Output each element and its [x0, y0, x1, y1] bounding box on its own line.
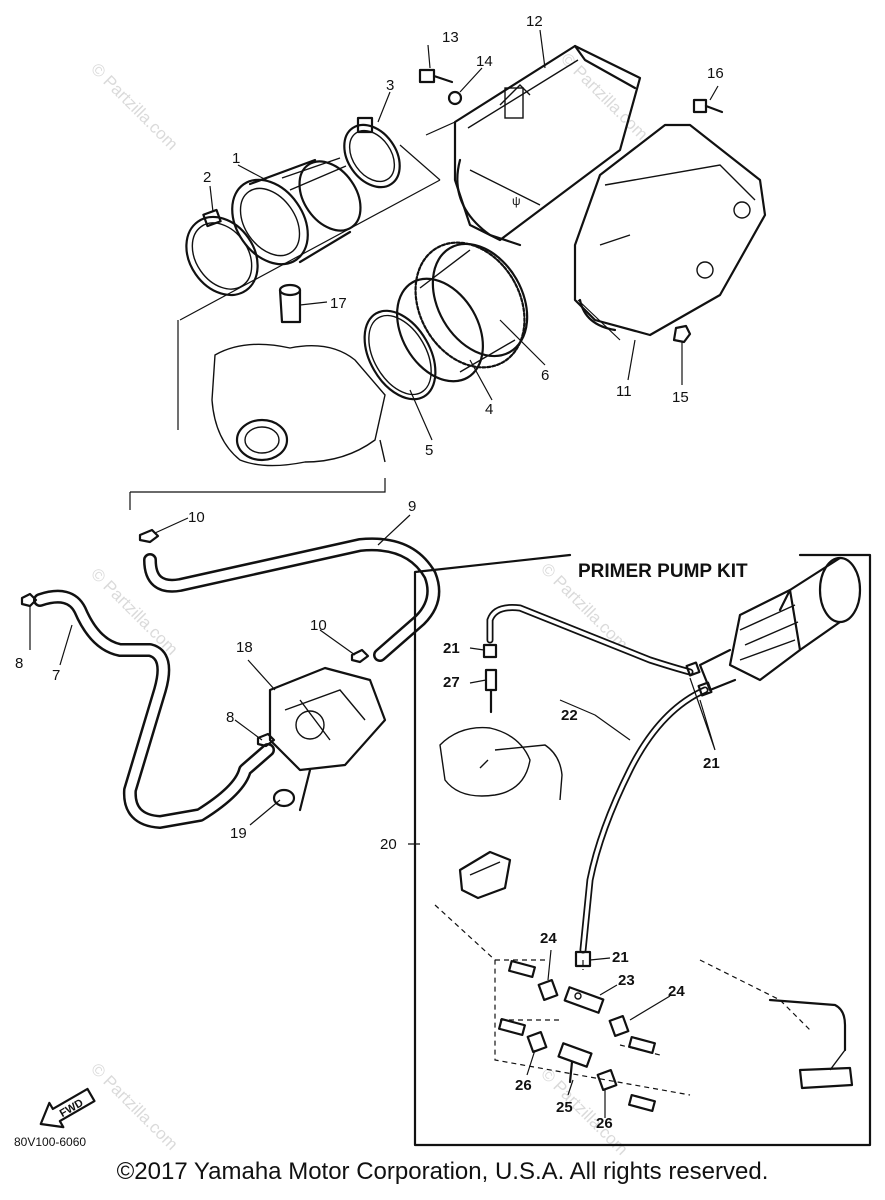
callout-22: 22 [561, 707, 578, 724]
joint-21-pump-a [685, 661, 701, 677]
o-ring-5 [363, 309, 437, 401]
silencer-element-4 [396, 242, 529, 383]
hose-route-lines [434, 904, 811, 1096]
callout-19: 19 [230, 825, 247, 842]
callout-3: 3 [386, 77, 394, 94]
callout-9: 9 [408, 498, 416, 515]
callout-17: 17 [330, 295, 347, 312]
callout-13: 13 [442, 29, 459, 46]
callout-15: 15 [672, 389, 689, 406]
copyright-notice: ©2017 Yamaha Motor Corporation, U.S.A. A… [116, 1158, 769, 1185]
callout-24-a: 24 [540, 930, 557, 947]
callout-10-upper: 10 [188, 509, 205, 526]
collar-17 [278, 283, 302, 324]
hose-piece-c [628, 1035, 656, 1055]
watermark-1: © Partzilla.com [87, 59, 181, 153]
fwd-arrow: FWD [39, 1087, 96, 1129]
bolt-16 [692, 98, 724, 114]
gasket-6 [414, 241, 526, 369]
callout-21-bottom: 21 [612, 949, 629, 966]
callout-16: 16 [707, 65, 724, 82]
callout-12: 12 [526, 13, 543, 30]
callout-20: 20 [380, 836, 397, 853]
fuel-filter-18 [268, 666, 387, 812]
washer-14 [447, 90, 463, 106]
callout-1: 1 [232, 150, 240, 167]
callout-8-lower: 8 [226, 709, 234, 726]
callout-5: 5 [425, 442, 433, 459]
reference-lines [129, 121, 621, 510]
kit-fuel-filter [458, 850, 512, 900]
joint-21-bottom [574, 950, 592, 968]
clip-8-left [20, 592, 38, 608]
hose-piece-b [498, 1017, 526, 1037]
primer-pump-kit-frame: PRIMER PUMP KIT [413, 553, 872, 1147]
joint-21-top [482, 643, 498, 659]
callout-labels: 1 2 3 4 5 6 7 8 8 9 10 10 11 12 13 14 15… [15, 13, 724, 1132]
kit-carburetor-outline [439, 726, 563, 801]
hose-piece-a [508, 959, 536, 979]
joint-23 [563, 986, 605, 1014]
callout-25: 25 [556, 1099, 573, 1116]
callout-21-pump: 21 [703, 755, 720, 772]
fuel-hose-7 [33, 589, 275, 829]
callout-2: 2 [203, 169, 211, 186]
callout-14: 14 [476, 53, 493, 70]
callout-26-b: 26 [596, 1115, 613, 1132]
nipple-27 [484, 668, 498, 714]
clip-10-upper [138, 528, 160, 544]
joint-26-a [526, 1030, 548, 1054]
callout-23: 23 [618, 972, 635, 989]
callout-8-left: 8 [15, 655, 23, 672]
leader-lines [29, 29, 719, 1118]
primer-pump [698, 556, 862, 692]
callout-21-top: 21 [443, 640, 460, 657]
fuel-hose-9 [143, 537, 441, 662]
callout-4: 4 [485, 401, 493, 418]
joint-24-b [608, 1014, 630, 1038]
hose-clamp-3 [343, 116, 401, 189]
carburetor-outline [211, 343, 386, 467]
joint-21-pump-b [697, 681, 713, 697]
case-molded-mark: ψ [512, 194, 521, 208]
callout-24-b: 24 [668, 983, 685, 1000]
clip-10-lower [350, 648, 370, 664]
bolt-13 [418, 68, 454, 84]
watermark-5: © Partzilla.com [87, 1059, 181, 1153]
fuel-pickup [768, 998, 854, 1090]
callout-6: 6 [541, 367, 549, 384]
callout-7: 7 [52, 667, 60, 684]
joint-24-a [537, 978, 559, 1002]
joint-26-b [596, 1068, 618, 1092]
nut-15 [672, 324, 692, 344]
callout-11: 11 [616, 383, 632, 400]
primer-tube-22 [486, 604, 709, 954]
hose-piece-d [628, 1093, 656, 1113]
callout-27: 27 [443, 674, 460, 691]
primer-pump-kit-title: PRIMER PUMP KIT [578, 561, 748, 582]
diagram-code: 80V100-6060 [14, 1135, 86, 1149]
fwd-label: FWD [58, 1097, 86, 1120]
nut-19 [272, 788, 296, 808]
callout-26-a: 26 [515, 1077, 532, 1094]
callout-18: 18 [236, 639, 253, 656]
callout-10-lower: 10 [310, 617, 327, 634]
joint-25 [557, 1042, 593, 1084]
silencer-case-12: ψ [453, 44, 642, 247]
hose-clamp-2 [185, 208, 259, 297]
intake-joint-1 [231, 157, 362, 266]
silencer-cover-11 [573, 123, 767, 337]
clip-8-lower [256, 732, 276, 748]
